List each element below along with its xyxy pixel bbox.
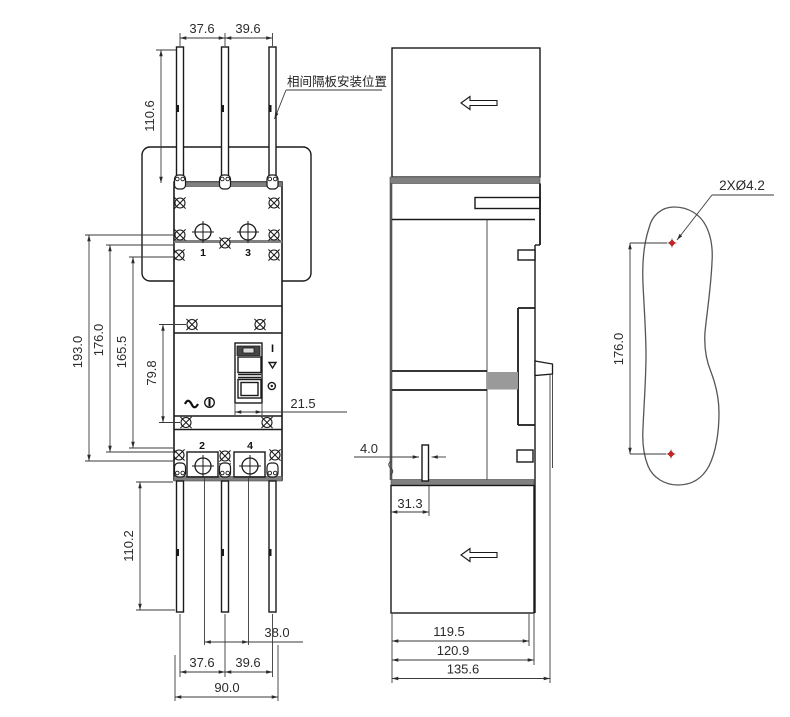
- dim-hole-pitch: 176.0: [611, 333, 626, 366]
- off-indicator-icon: [267, 381, 277, 391]
- screw-icon: [218, 236, 232, 250]
- terminal-lug-icon: [266, 462, 279, 478]
- top-terminal-bars: [175, 46, 277, 184]
- side-bottom-band: [390, 479, 535, 486]
- screw-icon: [173, 196, 187, 210]
- dim-screw-pitch: 38.0: [264, 625, 289, 640]
- mounting-hole-icon: [667, 238, 677, 248]
- front-dimensions: 37.6 39.6 110.6 193.0 176.0 165.5 79.8: [70, 21, 347, 701]
- dim-bottom-pitch-left: 37.6: [189, 655, 214, 670]
- bottom-terminal-bars: [175, 480, 277, 613]
- handle-rocker-lower: [237, 378, 262, 399]
- screw-icon: [172, 448, 186, 462]
- breaker-body-front: [173, 181, 283, 482]
- dim-tab-width: 4.0: [360, 441, 378, 456]
- screw-icon: [172, 248, 186, 262]
- pole-label-1: 1: [200, 247, 206, 259]
- breaker-body-side: [388, 183, 554, 683]
- breaker-handle: I: [184, 342, 278, 409]
- side-dimensions: 4.0 31.3 119.5 120.9 135.6: [354, 441, 550, 683]
- mounting-screw-icon: [185, 318, 199, 331]
- pole-label-4: 4: [247, 440, 253, 452]
- dim-top-pitch-right: 39.6: [235, 21, 260, 36]
- terminal-lug-icon: [173, 462, 187, 478]
- side-top-barrier-plate: [391, 47, 541, 178]
- certification-marks: [184, 397, 215, 409]
- mounting-screw-icon: [253, 318, 267, 331]
- pole-label-3: 3: [245, 247, 251, 259]
- handle-rocker-upper: [237, 356, 262, 374]
- mounting-hole-icon: [666, 449, 676, 459]
- on-symbol: I: [271, 343, 274, 355]
- terminal-lug-icon: [218, 462, 232, 478]
- side-top-band: [389, 176, 541, 184]
- dim-depth-2: 120.9: [437, 643, 470, 658]
- side-mounting-tab: [421, 444, 430, 482]
- pole-label-2: 2: [199, 440, 205, 452]
- screw-icon: [218, 449, 232, 463]
- side-bottom-barrier-plate: [390, 484, 535, 614]
- mounting-screw-icon: [179, 416, 193, 429]
- handle-window: [242, 347, 255, 354]
- terminal-lug-icon: [173, 174, 187, 190]
- dim-height-overall: 193.0: [70, 336, 85, 369]
- handle-side-profile: [534, 360, 554, 377]
- dim-bottom-bar-length: 110.2: [121, 530, 136, 562]
- terminal-lug-icon: [218, 174, 232, 190]
- bottom-terminal-section: 2 4: [172, 440, 282, 478]
- dim-tab-offset: 31.3: [397, 496, 422, 511]
- screw-icon: [173, 228, 187, 242]
- mounting-template-view: 176.0 2XØ4.2: [611, 178, 774, 486]
- phase-barrier-note-text: 相间隔板安装位置: [287, 74, 387, 89]
- screw-icon: [268, 448, 282, 462]
- hole-callout-text: 2XØ4.2: [719, 178, 765, 193]
- dim-handle-width: 21.5: [290, 396, 315, 411]
- phase-barrier-note: 相间隔板安装位置: [274, 74, 387, 120]
- template-outline: [642, 206, 720, 486]
- handle-mechanism-section: [487, 372, 518, 390]
- hole-callout: 2XØ4.2: [676, 178, 774, 241]
- dim-top-bar-length: 110.6: [142, 100, 157, 132]
- trip-indicator-icon: [267, 361, 278, 370]
- dim-depth-1: 119.5: [433, 624, 465, 639]
- screw-icon: [267, 196, 281, 210]
- top-terminal-screws: 1 3: [172, 196, 281, 262]
- terminal-lug-icon: [266, 174, 279, 190]
- dim-width-overall: 90.0: [214, 680, 239, 695]
- front-view: 1 3 I: [70, 21, 387, 701]
- dim-handle-zone: 79.8: [144, 360, 159, 385]
- dim-bottom-pitch-right: 39.6: [235, 655, 260, 670]
- dim-height-inner: 165.5: [114, 336, 129, 369]
- dim-top-pitch-left: 37.6: [189, 21, 214, 36]
- dim-depth-overall: 135.6: [447, 662, 480, 677]
- side-view: 4.0 31.3 119.5 120.9 135.6: [354, 47, 554, 683]
- side-slot: [474, 196, 541, 210]
- template-dimensions: 176.0: [611, 242, 667, 455]
- screw-icon: [267, 228, 281, 242]
- dim-height-mount: 176.0: [91, 324, 106, 357]
- mounting-screw-icon: [260, 416, 274, 429]
- screw-icon: [267, 248, 281, 262]
